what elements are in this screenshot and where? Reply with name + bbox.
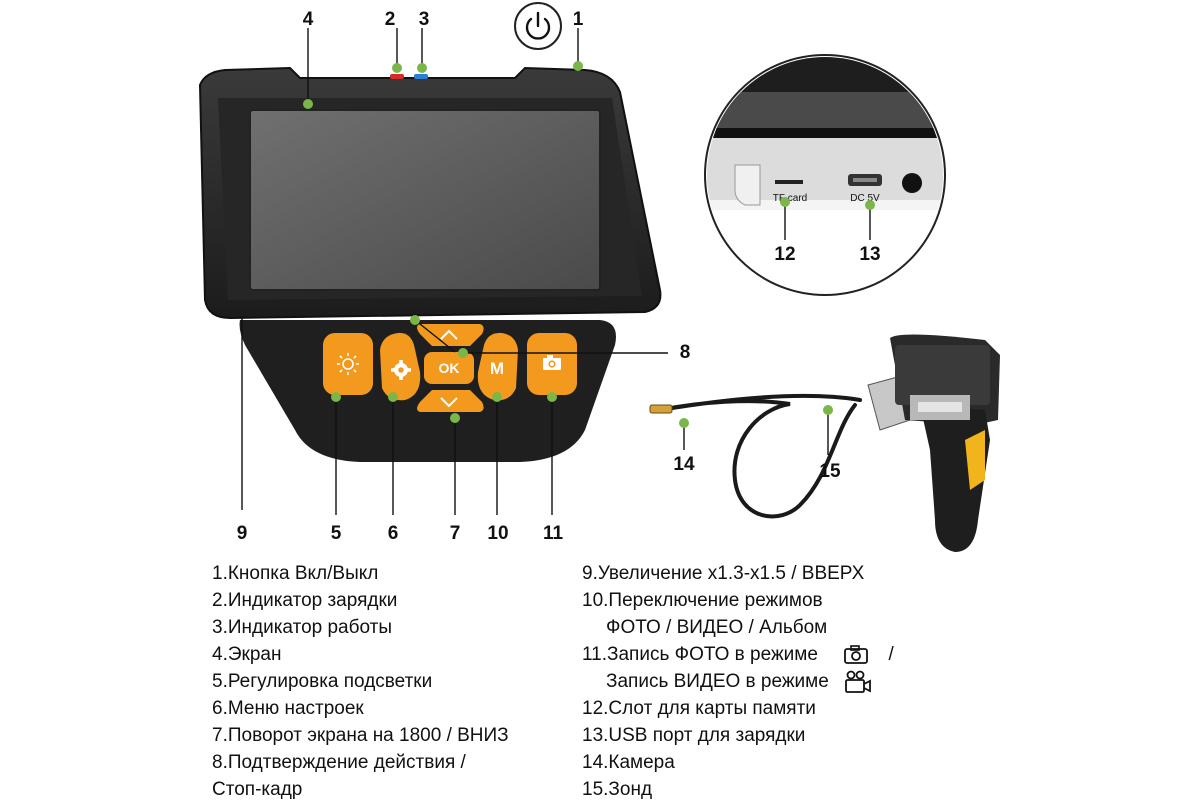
probe-cable xyxy=(658,393,862,519)
callout-4: 4 xyxy=(302,9,314,30)
callout-2: 2 xyxy=(384,9,396,30)
power-button-illustration xyxy=(514,2,562,50)
mode-button[interactable] xyxy=(477,332,518,401)
tf-card-label: TF card xyxy=(773,193,807,204)
legend-left: 1.Кнопка Вкл/Выкл 2.Индикатор зарядки 3.… xyxy=(212,560,509,803)
legend-item-4: 4.Экран xyxy=(212,644,282,665)
charging-led xyxy=(390,74,404,79)
gear-icon xyxy=(391,360,411,380)
legend-item-8: 8.Подтверждение действия / xyxy=(212,752,466,773)
aux-port xyxy=(902,173,922,193)
device-front-view: OK M xyxy=(198,66,662,462)
callout-10: 10 xyxy=(487,523,509,544)
callout-13: 13 xyxy=(859,244,881,265)
legend-item-5: 5.Регулировка подсветки xyxy=(212,671,433,692)
camera-icon xyxy=(543,355,561,370)
callout-7: 7 xyxy=(449,523,461,544)
ports-zoom-view: TF card DC 5V xyxy=(704,54,946,296)
legend-item-11: 11.Запись ФОТО в режиме / xyxy=(582,641,894,668)
legend-item-15: 15.Зонд xyxy=(582,779,653,800)
legend-item-11-text: 11.Запись ФОТО в режиме xyxy=(582,644,818,665)
callout-8: 8 xyxy=(679,342,691,363)
callout-12: 12 xyxy=(774,244,796,265)
legend-item-9: 9.Увеличение x1.3-x1.5 / ВВЕРХ xyxy=(582,563,865,584)
callout-9: 9 xyxy=(236,523,248,544)
legend-item-7: 7.Поворот экрана на 1800 / ВНИЗ xyxy=(212,725,509,746)
dc-label: DC 5V xyxy=(850,193,880,204)
video-camera-icon xyxy=(845,670,871,693)
tf-card-slot xyxy=(775,180,803,184)
legend-item-12: 12.Слот для карты памяти xyxy=(582,698,816,719)
camera-tip xyxy=(649,404,673,414)
power-icon xyxy=(525,11,551,40)
up-button[interactable] xyxy=(417,324,484,346)
callout-15: 15 xyxy=(819,461,841,482)
chevron-down-icon xyxy=(440,397,458,408)
legend-item-14: 14.Камера xyxy=(582,752,675,773)
sun-icon xyxy=(337,353,359,375)
legend-item-6: 6.Меню настроек xyxy=(212,698,364,719)
legend-item-2: 2.Индикатор зарядки xyxy=(212,590,398,611)
callout-14: 14 xyxy=(673,454,695,475)
legend-item-3: 3.Индикатор работы xyxy=(212,617,392,638)
callout-3: 3 xyxy=(418,9,430,30)
legend-item-10: 10.Переключение режимов xyxy=(582,590,823,611)
callout-1: 1 xyxy=(572,9,584,30)
m-label: M xyxy=(490,359,504,378)
down-button[interactable] xyxy=(417,390,484,412)
work-led xyxy=(414,74,428,79)
leader-lines xyxy=(241,28,871,515)
callout-11: 11 xyxy=(542,523,564,544)
legend-item-11-cont-text: Запись ВИДЕО в режиме xyxy=(606,671,829,692)
camera-icon xyxy=(844,645,869,664)
legend-item-11-separator: / xyxy=(888,644,894,665)
chevron-up-icon xyxy=(440,329,458,340)
callout-6: 6 xyxy=(387,523,399,544)
legend-item-10-cont: ФОТО / ВИДЕО / Альбом xyxy=(606,617,828,638)
legend-item-8-cont: Стоп-кадр xyxy=(212,779,303,800)
legend-item-1: 1.Кнопка Вкл/Выкл xyxy=(212,563,379,584)
legend-item-11-cont: Запись ВИДЕО в режиме xyxy=(582,668,894,695)
probe-device xyxy=(649,334,1000,552)
legend-item-13: 13.USB порт для зарядки xyxy=(582,725,806,746)
callout-5: 5 xyxy=(330,523,342,544)
ok-label: OK xyxy=(439,360,460,376)
brightness-button[interactable] xyxy=(323,333,373,395)
legend-right: 9.Увеличение x1.3-x1.5 / ВВЕРХ 10.Перекл… xyxy=(582,560,894,803)
screen xyxy=(249,109,601,291)
ok-button[interactable] xyxy=(424,352,474,384)
callout-markers xyxy=(303,61,875,428)
